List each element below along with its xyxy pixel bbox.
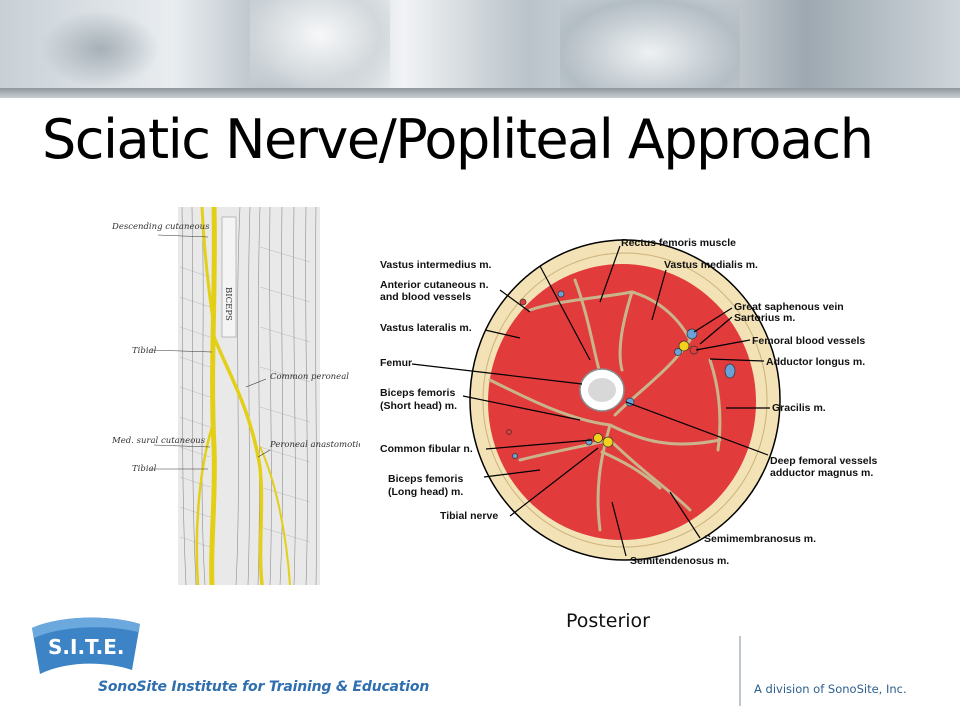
leg-label-tibial-2: Tibial: [132, 464, 157, 474]
label-deep-femoral: Deep femoral vessels: [770, 455, 878, 467]
label-common-fibular: Common fibular n.: [380, 443, 473, 455]
label-adductor-magnus: adductor magnus m.: [770, 467, 873, 479]
leg-nerve-illustration: BICEPS Descending cutaneous Tibial Commo…: [111, 207, 360, 585]
label-biceps-long-2: (Long head) m.: [388, 486, 463, 498]
biceps-vertical-text: BICEPS: [223, 287, 233, 321]
label-femur: Femur: [380, 357, 412, 369]
footer-divider: [739, 636, 741, 706]
label-biceps-short: Biceps femoris: [380, 387, 455, 399]
leg-label-descending: Descending cutaneous: [111, 222, 210, 232]
posterior-caption: Posterior: [566, 610, 650, 632]
label-anterior-cutaneous-2: and blood vessels: [380, 291, 471, 303]
site-logo-icon: S.I.T.E.: [32, 617, 140, 674]
thigh-cross-section-diagram: Rectus femoris muscle Vastus intermedius…: [380, 237, 878, 567]
institute-name: SonoSite Institute for Training & Educat…: [98, 679, 430, 695]
header-rule: [0, 88, 960, 98]
leg-label-tibial: Tibial: [132, 346, 157, 356]
label-tibial-nerve: Tibial nerve: [440, 510, 498, 522]
slide-title: Sciatic Nerve/Popliteal Approach: [42, 108, 874, 171]
label-great-saphenous: Great saphenous vein: [734, 301, 844, 313]
label-adductor-longus: Adductor longus m.: [766, 356, 865, 368]
label-femoral-vessels: Femoral blood vessels: [752, 335, 865, 347]
division-text: A division of SonoSite, Inc.: [754, 682, 907, 696]
label-gracilis: Gracilis m.: [772, 402, 826, 414]
leg-label-peroneal-anastomotic: Peroneal anastomotic: [269, 440, 360, 450]
label-semimembranosus: Semimembranosus m.: [704, 533, 816, 545]
label-biceps-short-2: (Short head) m.: [380, 400, 457, 412]
label-anterior-cutaneous: Anterior cutaneous n.: [380, 279, 489, 291]
label-vastus-intermedius: Vastus intermedius m.: [380, 259, 492, 271]
label-sartorius: Sartorius m.: [734, 312, 795, 324]
label-biceps-long: Biceps femoris: [388, 473, 463, 485]
label-rectus-femoris: Rectus femoris muscle: [621, 237, 736, 249]
leg-label-common-peroneal: Common peroneal: [270, 372, 349, 382]
leg-label-med-sural: Med. sural cutaneous: [111, 436, 206, 446]
header-banner: [0, 0, 960, 88]
logo-text: S.I.T.E.: [48, 635, 125, 659]
label-vastus-lateralis: Vastus lateralis m.: [380, 322, 472, 334]
label-vastus-medialis: Vastus medialis m.: [664, 259, 758, 271]
label-semitendinosus: Semitendenosus m.: [630, 555, 729, 567]
